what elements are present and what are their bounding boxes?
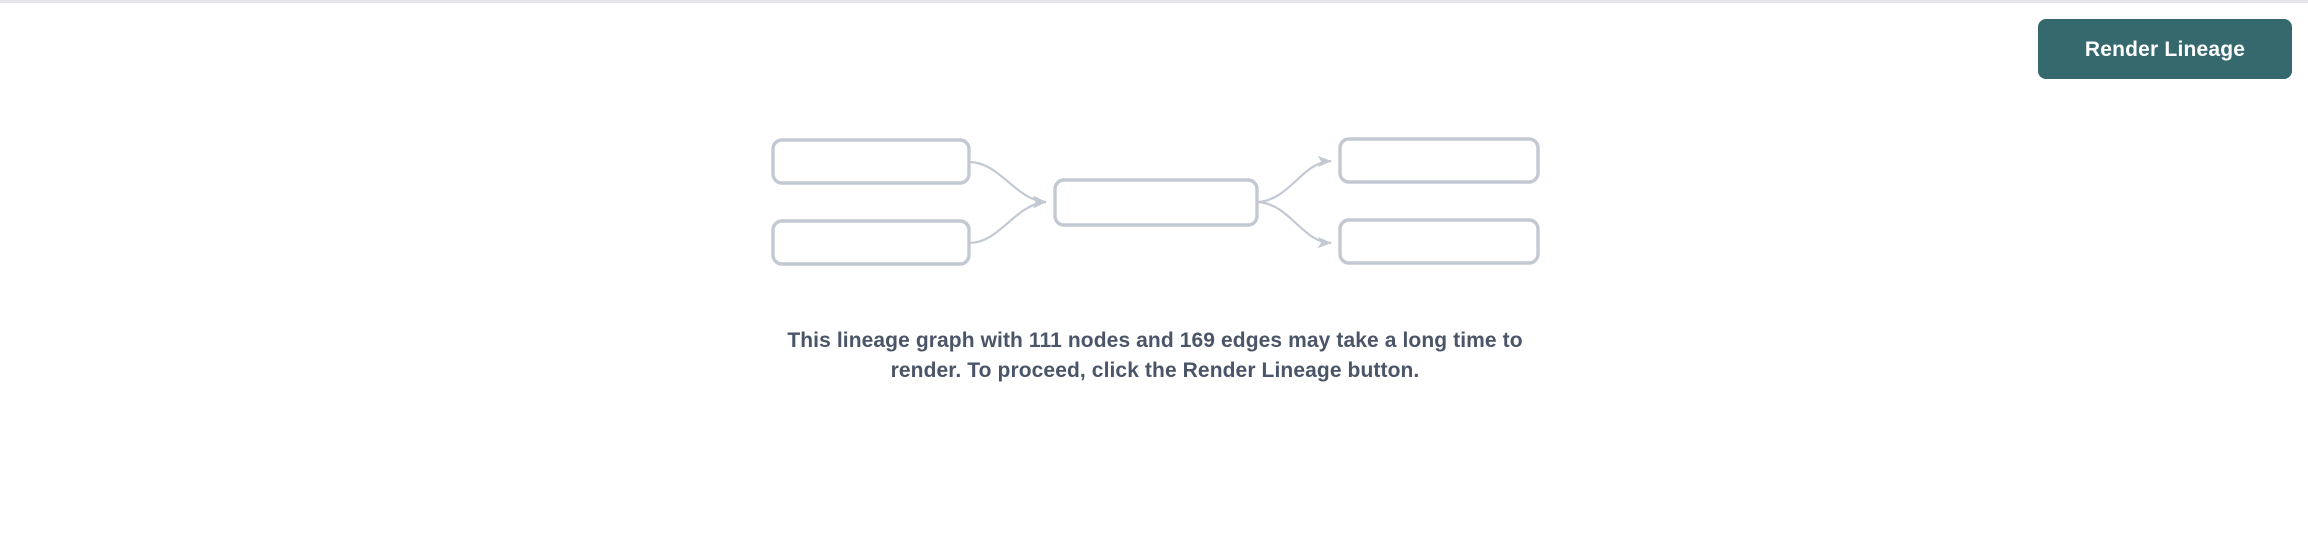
edge-upstream1-center	[968, 160, 1047, 207]
lineage-node-downstream-2	[1338, 218, 1540, 265]
lineage-node-upstream-2	[771, 219, 971, 266]
lineage-edges	[968, 155, 1332, 249]
render-lineage-button[interactable]: Render Lineage	[2038, 19, 2292, 79]
edge-upstream2-center	[968, 197, 1047, 245]
lineage-nodes	[771, 137, 1540, 266]
top-divider	[0, 0, 2308, 3]
lineage-node-center	[1053, 178, 1259, 227]
lineage-node-upstream-1	[771, 138, 971, 185]
edge-center-downstream2	[1257, 200, 1332, 249]
lineage-node-downstream-1	[1338, 137, 1540, 184]
lineage-warning-message: This lineage graph with 111 nodes and 16…	[787, 329, 1523, 382]
edge-center-downstream1	[1257, 155, 1332, 204]
